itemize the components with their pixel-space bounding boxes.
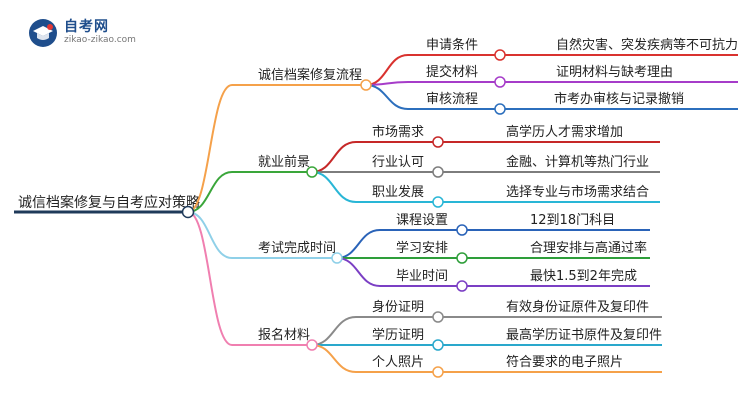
child-label: 审核流程 <box>426 92 478 107</box>
child-connector <box>311 316 357 346</box>
leaf-label: 12到18门科目 <box>530 213 615 228</box>
child-label: 毕业时间 <box>396 269 448 284</box>
child-label: 职业发展 <box>372 184 424 200</box>
child-connector <box>365 84 409 110</box>
leaf-label: 最快1.5到2年完成 <box>530 269 637 284</box>
child-label: 市场需求 <box>372 124 424 140</box>
child-node-circle <box>456 224 468 236</box>
child-label: 提交材料 <box>426 64 478 80</box>
leaf-label: 市考办审核与记录撤销 <box>554 91 684 107</box>
child-node-circle <box>456 252 468 264</box>
branch-label: 考试完成时间 <box>258 241 336 256</box>
child-label: 个人照片 <box>372 355 424 370</box>
branch-node-circle <box>360 79 372 91</box>
child-label: 学习安排 <box>396 240 448 256</box>
child-connector <box>311 344 357 373</box>
branch-connector <box>187 211 233 259</box>
leaf-label: 金融、计算机等热门行业 <box>506 154 649 170</box>
child-node-circle <box>432 136 444 148</box>
root-label: 诚信档案修复与自考应对策略 <box>18 194 200 211</box>
child-node-circle <box>432 339 444 351</box>
logo-title: 自考网 <box>64 19 109 35</box>
leaf-label: 最高学历证书原件及复印件 <box>506 327 662 343</box>
leaf-label: 选择专业与市场需求结合 <box>506 184 649 200</box>
child-node-circle <box>432 311 444 323</box>
child-connector <box>311 171 357 203</box>
child-connector <box>336 257 381 287</box>
child-node-circle <box>456 280 468 292</box>
leaf-label: 自然灾害、突发疾病等不可抗力 <box>556 37 738 53</box>
branch-connector <box>187 211 233 346</box>
root-node-circle <box>181 205 195 219</box>
child-connector <box>311 141 357 173</box>
child-node-circle <box>432 196 444 208</box>
site-logo[interactable]: 自考网 zikao-zikao.com <box>28 14 148 54</box>
branch-connector <box>187 84 233 213</box>
child-label: 行业认可 <box>372 155 424 170</box>
branch-node-circle <box>331 252 343 264</box>
branch-node-circle <box>306 339 318 351</box>
child-label: 学历证明 <box>372 327 424 343</box>
child-label: 申请条件 <box>426 37 478 53</box>
leaf-label: 证明材料与缺考理由 <box>556 65 673 80</box>
branch-label: 诚信档案修复流程 <box>258 68 362 83</box>
graduation-cap-icon <box>28 18 58 48</box>
child-node-circle <box>432 166 444 178</box>
child-label: 课程设置 <box>396 213 448 228</box>
leaf-label: 合理安排与高通过率 <box>530 240 647 256</box>
branch-node-circle <box>306 166 318 178</box>
logo-url: zikao-zikao.com <box>64 35 136 45</box>
branch-label: 就业前景 <box>258 154 310 170</box>
branch-label: 报名材料 <box>258 327 310 343</box>
leaf-label: 符合要求的电子照片 <box>506 354 623 370</box>
child-connector <box>336 229 381 259</box>
child-node-circle <box>494 76 506 88</box>
child-node-circle <box>432 366 444 378</box>
child-connector <box>365 54 409 86</box>
child-node-circle <box>494 49 506 61</box>
child-node-circle <box>494 103 506 115</box>
leaf-label: 有效身份证原件及复印件 <box>506 299 649 315</box>
child-label: 身份证明 <box>372 299 424 315</box>
leaf-label: 高学历人才需求增加 <box>506 124 623 140</box>
